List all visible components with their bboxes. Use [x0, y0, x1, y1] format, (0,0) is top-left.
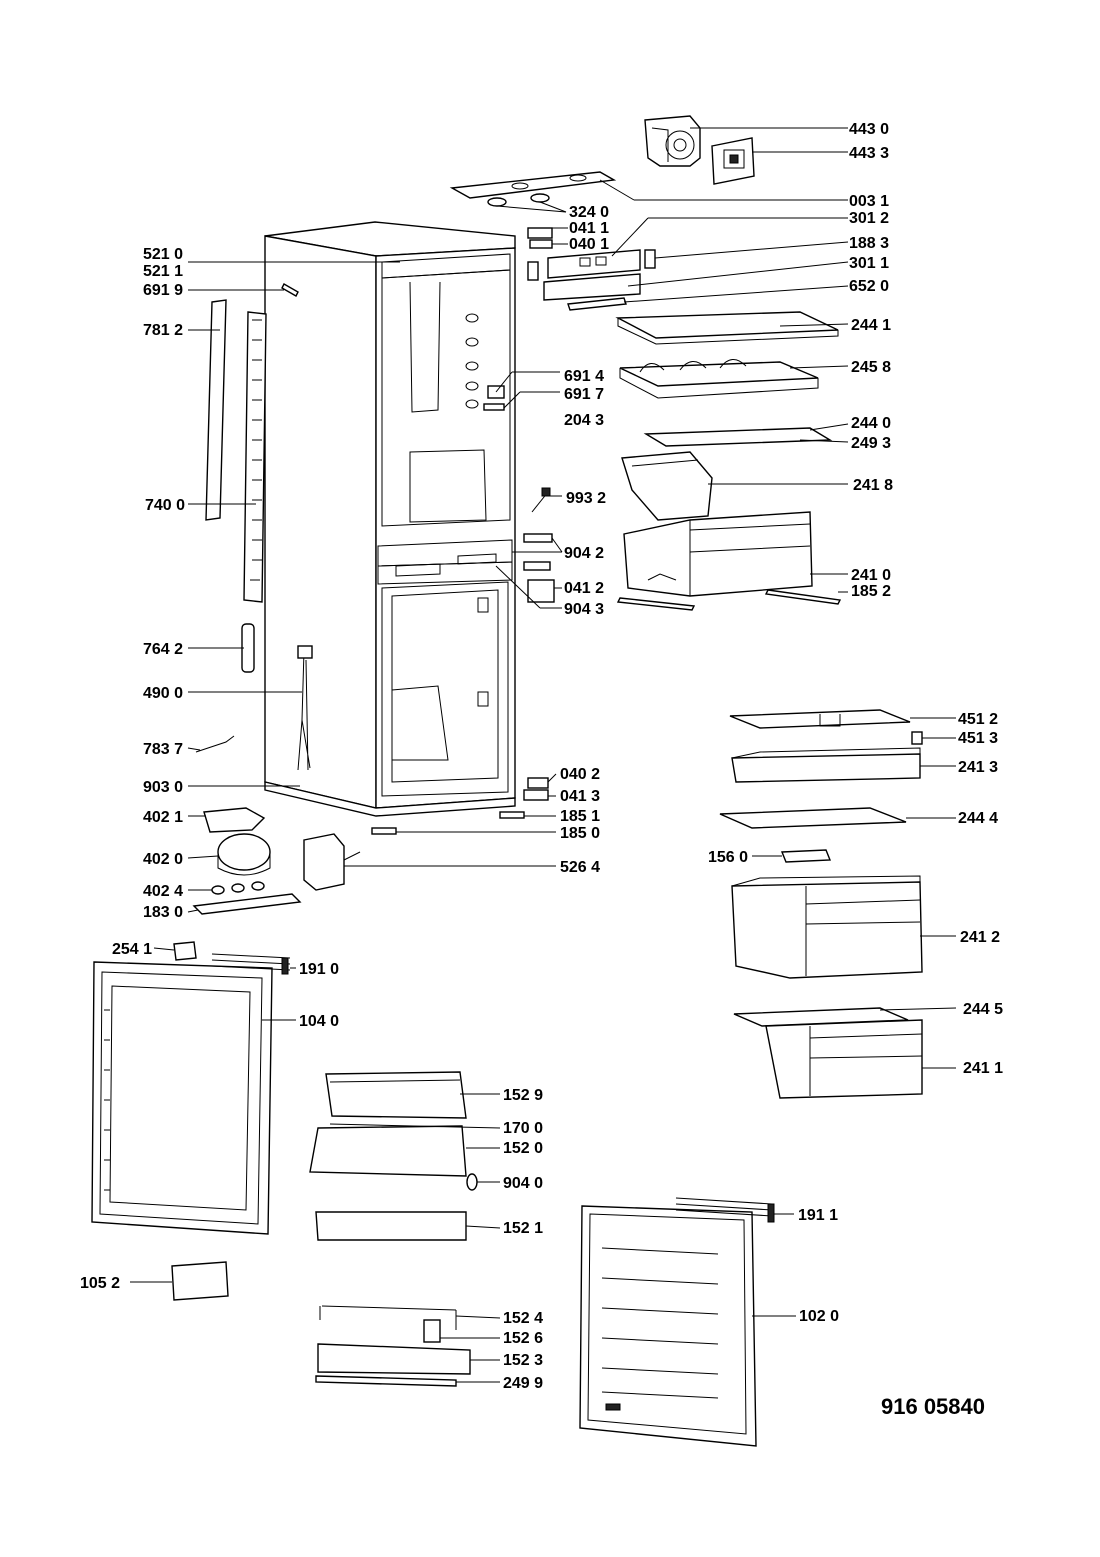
- part-label: 152 4: [503, 1310, 543, 1327]
- part-label: 185 2: [851, 583, 891, 600]
- part-label: 041 2: [564, 580, 604, 597]
- part-label: 402 1: [143, 809, 183, 826]
- part-cabinet: [264, 221, 516, 817]
- part-label: 521 1: [143, 263, 183, 280]
- part-control-board: [547, 249, 641, 279]
- part-label: 204 3: [564, 412, 604, 429]
- part-label: 521 0: [143, 246, 183, 263]
- part-label: 191 0: [299, 961, 339, 978]
- part-label: 188 3: [849, 235, 889, 252]
- part-label: 040 1: [569, 236, 609, 253]
- part-label: 691 4: [564, 368, 604, 385]
- part-label: 526 4: [560, 859, 600, 876]
- part-label: 241 2: [960, 929, 1000, 946]
- part-label: 691 9: [143, 282, 183, 299]
- part-label: 904 2: [564, 545, 604, 562]
- part-label: 041 1: [569, 220, 609, 237]
- part-label: 652 0: [849, 278, 889, 295]
- part-label: 402 4: [143, 883, 183, 900]
- part-label: 740 0: [145, 497, 185, 514]
- part-label: 102 0: [799, 1308, 839, 1325]
- diagram-reference-number: 916 05840: [881, 1394, 985, 1419]
- part-label: 152 1: [503, 1220, 543, 1237]
- part-label: 170 0: [503, 1120, 543, 1137]
- part-fridge-door: [91, 961, 273, 1235]
- part-label: 104 0: [299, 1013, 339, 1030]
- part-freezer-door: [579, 1205, 757, 1447]
- part-top-cover: [449, 171, 617, 199]
- part-label: 105 2: [80, 1275, 120, 1292]
- part-label: 451 3: [958, 730, 998, 747]
- part-label: 903 0: [143, 779, 183, 796]
- part-label: 781 2: [143, 322, 183, 339]
- part-label: 993 2: [566, 490, 606, 507]
- part-label: 490 0: [143, 685, 183, 702]
- part-label: 301 1: [849, 255, 889, 272]
- part-label: 241 8: [853, 477, 893, 494]
- part-label: 244 1: [851, 317, 891, 334]
- part-label: 156 0: [708, 849, 748, 866]
- part-label: 402 0: [143, 851, 183, 868]
- part-label: 152 6: [503, 1330, 543, 1347]
- part-fan-cover: [711, 137, 755, 185]
- part-label: 764 2: [143, 641, 183, 658]
- part-label: 245 8: [851, 359, 891, 376]
- part-label: 241 0: [851, 567, 891, 584]
- part-label: 244 0: [851, 415, 891, 432]
- part-label: 241 1: [963, 1060, 1003, 1077]
- part-fan-motor: [644, 115, 701, 167]
- part-label: 783 7: [143, 741, 183, 758]
- part-labels: 443 0 443 3 003 1 324 0 041 1 301 2 040 …: [80, 121, 1003, 1392]
- part-label: 185 1: [560, 808, 600, 825]
- part-label: 301 2: [849, 210, 889, 227]
- part-label: 324 0: [569, 204, 609, 221]
- part-label: 183 0: [143, 904, 183, 921]
- part-label: 003 1: [849, 193, 889, 210]
- part-label: 040 2: [560, 766, 600, 783]
- part-label: 241 3: [958, 759, 998, 776]
- part-label: 691 7: [564, 386, 604, 403]
- part-label: 904 3: [564, 601, 604, 618]
- part-label: 254 1: [112, 941, 152, 958]
- part-drawings: [91, 115, 923, 1447]
- part-label: 451 2: [958, 711, 998, 728]
- part-label: 191 1: [798, 1207, 838, 1224]
- part-label: 152 0: [503, 1140, 543, 1157]
- part-label: 244 4: [958, 810, 998, 827]
- leader-lines: [130, 127, 957, 1383]
- part-label: 152 3: [503, 1352, 543, 1369]
- part-label: 041 3: [560, 788, 600, 805]
- part-label: 904 0: [503, 1175, 543, 1192]
- part-label: 152 9: [503, 1087, 543, 1104]
- part-label: 185 0: [560, 825, 600, 842]
- part-label: 244 5: [963, 1001, 1003, 1018]
- part-label: 443 3: [849, 145, 889, 162]
- part-label: 249 3: [851, 435, 891, 452]
- part-label: 443 0: [849, 121, 889, 138]
- part-label: 249 9: [503, 1375, 543, 1392]
- part-324-0: [487, 197, 507, 207]
